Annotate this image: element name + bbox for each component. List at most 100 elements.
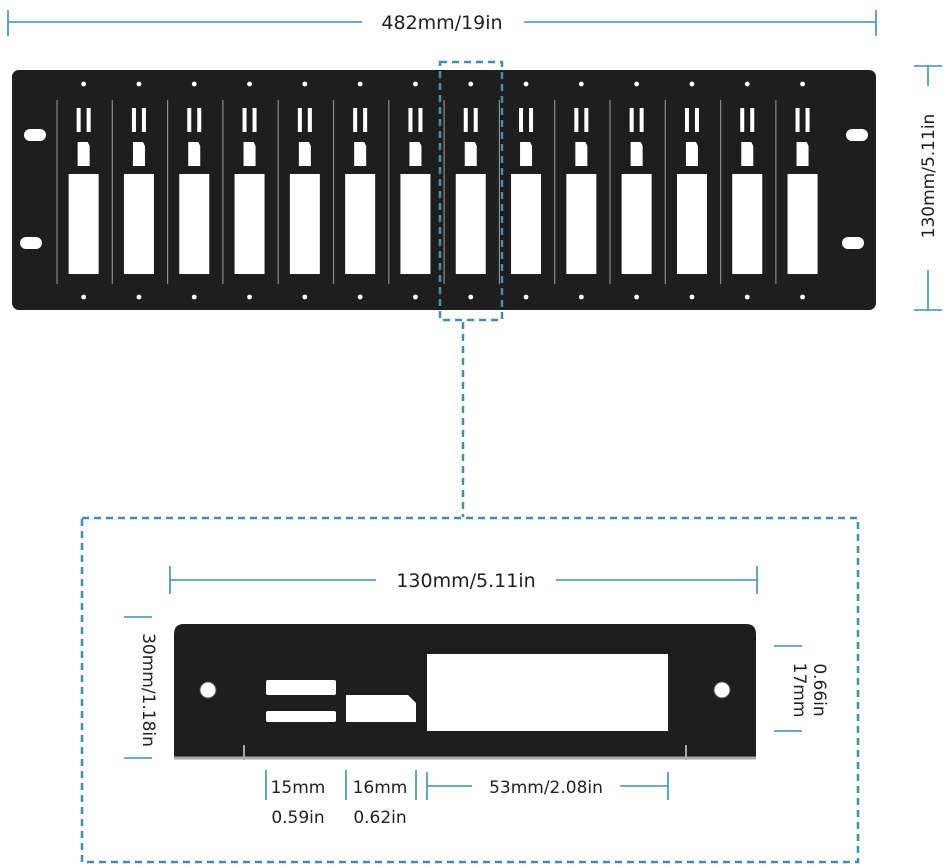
hdmi-port-cutout xyxy=(685,142,698,166)
screw-hole xyxy=(634,81,640,87)
screw-hole xyxy=(81,294,87,300)
usb-port-cutout xyxy=(297,108,302,132)
screw-hole xyxy=(199,681,217,699)
usb-port-cutout xyxy=(584,108,589,132)
large-cutout xyxy=(289,174,320,274)
usb-port-cutout xyxy=(740,108,745,132)
screw-hole xyxy=(578,294,584,300)
hdmi-port-cutout xyxy=(132,142,145,166)
panel-slot xyxy=(111,81,154,300)
usb-port-cutout xyxy=(574,108,579,132)
port-a-in-label: 0.59in xyxy=(271,808,324,828)
hdmi-port-cutout xyxy=(741,142,754,166)
usb-port-cutout xyxy=(694,108,699,132)
large-cutout xyxy=(455,174,486,274)
panel-slots xyxy=(56,81,818,300)
screw-hole xyxy=(357,81,363,87)
panel-slot xyxy=(664,81,707,300)
hdmi-port-cutout xyxy=(188,142,201,166)
large-cutout xyxy=(123,174,154,274)
panel-slot xyxy=(775,81,818,300)
usb-port-cutout xyxy=(473,108,478,132)
screw-hole xyxy=(634,294,640,300)
screw-hole xyxy=(357,294,363,300)
panel-slot xyxy=(443,81,486,300)
screw-hole xyxy=(136,294,142,300)
screw-hole xyxy=(744,81,750,87)
port-a-mm-label: 15mm xyxy=(271,778,326,798)
port-b-mm-label: 16mm xyxy=(353,778,408,798)
screw-hole xyxy=(578,81,584,87)
usb-port-cutout xyxy=(463,108,468,132)
panel-width-label: 482mm/19in xyxy=(381,12,502,34)
panel-slot xyxy=(719,81,763,300)
usb-port-cutout xyxy=(684,108,689,132)
cutout-height-dimension xyxy=(774,645,802,732)
screw-hole xyxy=(800,294,805,300)
usb-port-cutout xyxy=(307,108,312,132)
screw-hole xyxy=(800,81,805,87)
panel-slot xyxy=(277,81,320,300)
usb-port-cutout xyxy=(529,108,534,132)
large-cutout xyxy=(787,174,818,274)
usb-port-cutout xyxy=(86,108,91,132)
panel-height-dimension xyxy=(914,65,942,311)
usb-port-cutout xyxy=(750,108,755,132)
screw-hole xyxy=(191,294,197,300)
screw-hole xyxy=(744,294,750,300)
screw-hole xyxy=(247,81,252,87)
mounting-hole xyxy=(24,129,46,141)
usb-port-cutout xyxy=(266,680,336,695)
rack-panel xyxy=(12,70,876,310)
panel-slot xyxy=(498,81,542,300)
port-b-in-label: 0.62in xyxy=(353,808,406,828)
large-cutout xyxy=(427,654,668,731)
screw-hole xyxy=(468,81,474,87)
screw-hole xyxy=(81,81,87,87)
hdmi-port-cutout xyxy=(243,142,256,166)
usb-port-cutout xyxy=(418,108,423,132)
usb-port-cutout xyxy=(187,108,192,132)
screw-hole xyxy=(689,294,695,300)
usb-port-cutout xyxy=(131,108,136,132)
panel-slot xyxy=(222,81,265,300)
large-cutout xyxy=(511,174,542,274)
large-cutout xyxy=(621,174,652,274)
large-cutout xyxy=(566,174,597,274)
hdmi-port-cutout xyxy=(464,142,477,166)
usb-port-cutout xyxy=(519,108,524,132)
hdmi-port-cutout xyxy=(409,142,422,166)
screw-hole xyxy=(689,81,695,87)
large-cutout xyxy=(400,174,431,274)
hdmi-port-cutout xyxy=(796,142,809,166)
large-cutout xyxy=(676,174,707,274)
bracket-height-label: 30mm/1.18in xyxy=(138,633,158,747)
highlight-callout xyxy=(80,60,860,864)
usb-port-cutout xyxy=(408,108,413,132)
panel-slot xyxy=(388,81,431,300)
screw-hole xyxy=(302,294,308,300)
mounting-hole xyxy=(846,129,868,141)
usb-port-cutout xyxy=(629,108,634,132)
highlight-box xyxy=(438,60,504,322)
large-cutout xyxy=(732,174,763,274)
screw-hole xyxy=(136,81,142,87)
panel-slot xyxy=(554,81,597,300)
cutout-height-in-label: 0.66in xyxy=(809,663,829,716)
panel-slot xyxy=(56,81,99,300)
panel-height-label: 130mm/5.11in xyxy=(919,114,939,239)
screw-hole xyxy=(713,681,731,699)
usb-port-cutout xyxy=(353,108,358,132)
hdmi-port-cutout xyxy=(298,142,311,166)
usb-port-cutout xyxy=(242,108,247,132)
cutout-height-mm-label: 17mm xyxy=(789,663,809,718)
large-cutout xyxy=(345,174,376,274)
panel-slot xyxy=(167,81,210,300)
screw-hole xyxy=(523,294,529,300)
usb-port-cutout xyxy=(252,108,257,132)
hdmi-port-cutout xyxy=(77,142,90,166)
large-cutout xyxy=(68,174,99,274)
mounting-hole xyxy=(842,237,864,249)
bracket-width-dimension xyxy=(169,566,758,594)
